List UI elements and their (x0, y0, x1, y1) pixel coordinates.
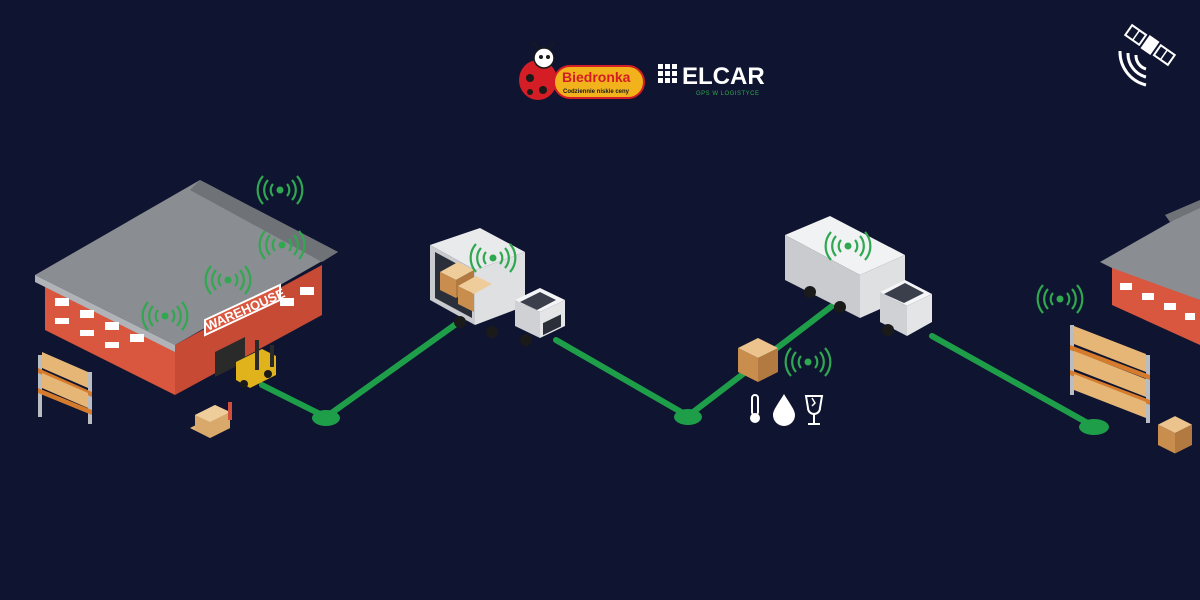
destination-shelf (1070, 325, 1150, 423)
route-node (674, 409, 702, 425)
elcar-tagline: GPS W LOGISTYCE (696, 91, 760, 97)
cargo-boxes (440, 262, 492, 312)
storage-shelf (38, 352, 92, 424)
warehouse-building: WAREHOUSE (35, 180, 338, 395)
wifi-signal-icon (256, 174, 304, 206)
wifi-signal-icon (1036, 283, 1084, 315)
satellite-icon (1118, 23, 1177, 87)
destination-warehouse (1100, 200, 1200, 345)
biedronka-name: Biedronka (562, 69, 631, 85)
elcar-name: ELCAR (682, 63, 765, 90)
forklift (236, 340, 276, 388)
wifi-signal-icon (784, 346, 832, 378)
water-drop-icon (773, 394, 795, 426)
biedronka-logo: Biedronka Codziennie niskie ceny (519, 41, 645, 100)
route-node (1079, 419, 1109, 435)
broken-glass-icon (804, 395, 824, 425)
delivery-route (259, 303, 1109, 435)
route-node (312, 410, 340, 426)
delivery-truck (785, 216, 932, 336)
biedronka-tagline: Codziennie niskie ceny (563, 89, 630, 95)
thermometer-icon (750, 394, 760, 423)
delivered-package (1158, 416, 1192, 454)
elcar-logo: ELCAR GPS W LOGISTYCE (658, 63, 765, 97)
pallet-jack (190, 402, 232, 438)
elcar-grid-icon (658, 64, 677, 83)
